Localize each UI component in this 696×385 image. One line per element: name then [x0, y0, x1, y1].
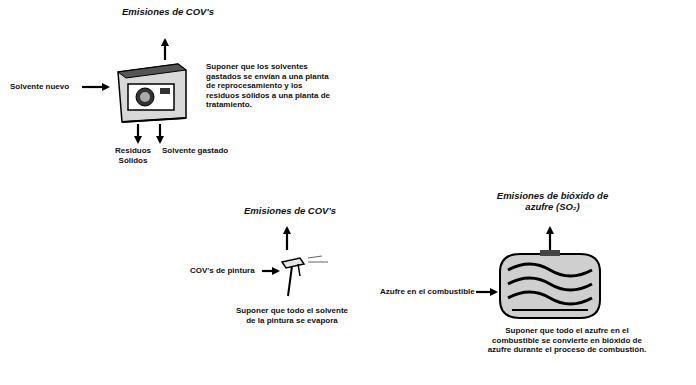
spray-gun [282, 256, 328, 296]
boiler [500, 250, 600, 318]
heading: Emisiones de COV's [108, 6, 228, 17]
flow-arrows [82, 40, 550, 292]
input-label: Solvente nuevo [10, 82, 80, 92]
input-label: Azufre en el combustible [380, 287, 475, 297]
heading: Emisiones de COV's [235, 205, 345, 216]
output-label: Residuos Sólidos [112, 146, 154, 165]
input-label: COV's de pintura [190, 266, 262, 276]
heading: Emisiones de bióxido de azufre (SO₂) [495, 190, 610, 213]
note: Suponer que todo el azufre en el combust… [482, 326, 652, 355]
note: Suponer que los solventes gastados se en… [206, 62, 336, 110]
output-label: Solvente gastado [162, 146, 232, 156]
note: Suponer que todo el solvente de la pintu… [236, 306, 348, 325]
cleaning-machine [118, 64, 186, 122]
